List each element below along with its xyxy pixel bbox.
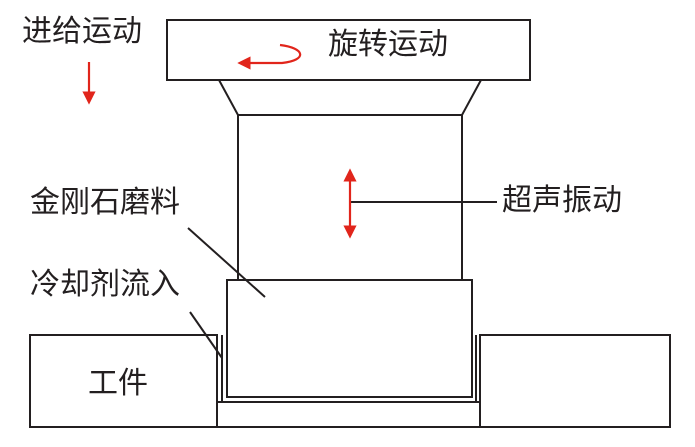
coolant-inflow-label: 冷却剂流入 — [30, 267, 180, 302]
coolant-leader — [189, 311, 223, 359]
tool-tip — [226, 279, 473, 398]
rotation-arrow — [237, 43, 302, 70]
taper-connector — [218, 79, 482, 116]
ultrasonic-vibration-label: 超声振动 — [502, 183, 622, 218]
workpiece-label: 工件 — [88, 366, 148, 401]
diamond-leader — [187, 227, 266, 298]
workpiece-right — [479, 334, 671, 428]
diamond-abrasive-label: 金刚石磨料 — [30, 185, 180, 220]
rotary-motion-label: 旋转运动 — [328, 27, 448, 62]
workpiece-bottom — [216, 335, 481, 428]
rotary-head — [166, 19, 531, 81]
feed-motion-label: 进给运动 — [22, 14, 142, 49]
